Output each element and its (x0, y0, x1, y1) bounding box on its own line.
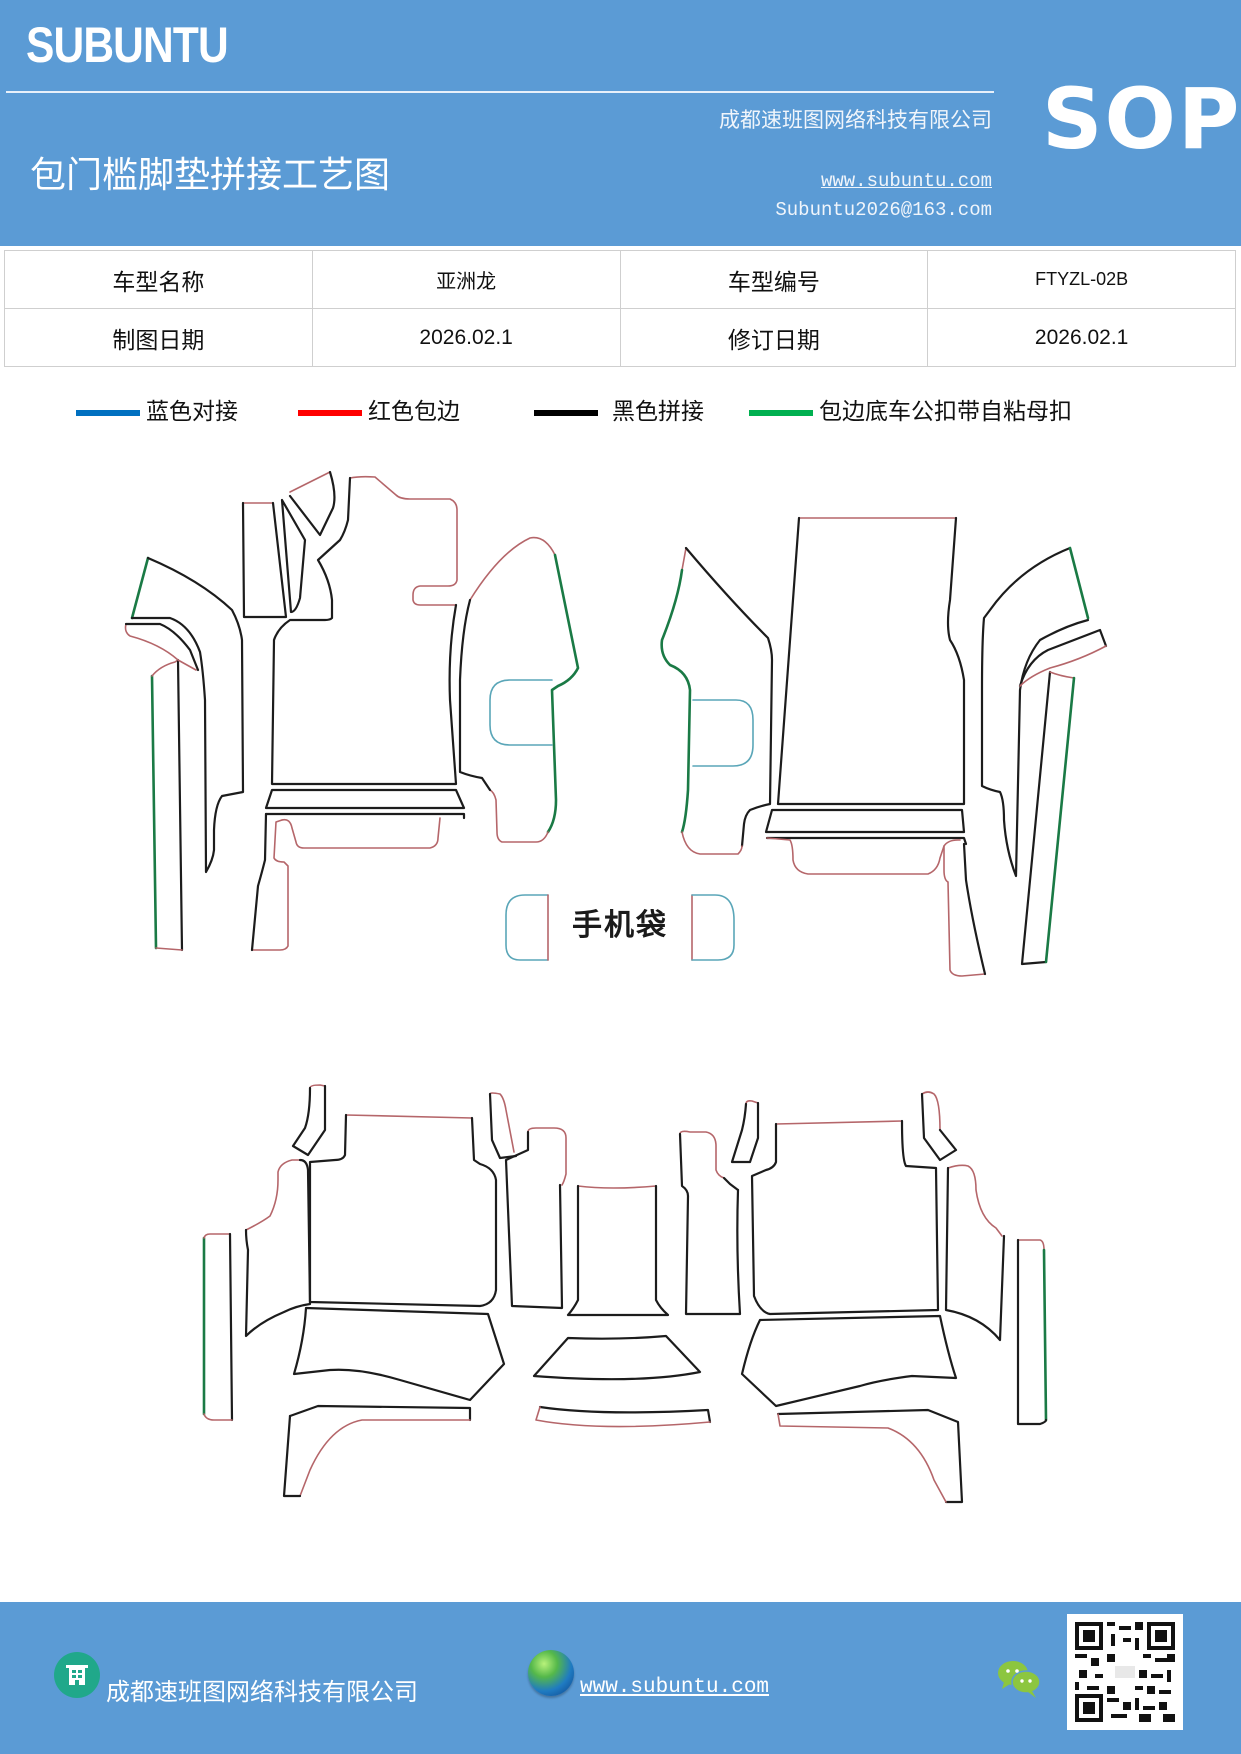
model-name-value: 亚洲龙 (311, 250, 621, 309)
legend-label: 蓝色对接 (146, 399, 238, 425)
table-row: 车型名称 亚洲龙 车型编号 FTYZL-02B (4, 250, 1236, 309)
page-title: 包门槛脚垫拼接工艺图 (30, 155, 391, 196)
revision-date-value: 2026.02.1 (927, 308, 1236, 367)
draw-date-label: 制图日期 (4, 308, 313, 367)
wechat-qr-code (1067, 1614, 1183, 1730)
front-left-mat-group (124, 470, 580, 961)
rear-right-mat-group (678, 1091, 1048, 1504)
phone-pocket-label: 手机袋 (572, 908, 668, 943)
model-name-label: 车型名称 (4, 250, 313, 309)
building-icon (54, 1652, 100, 1698)
green-line-swatch (749, 410, 813, 416)
globe-icon (528, 1650, 574, 1696)
revision-date-label: 修订日期 (619, 308, 929, 367)
model-code-value: FTYZL-02B (927, 250, 1236, 309)
rear-left-mat-group (202, 1084, 567, 1498)
blue-line-swatch (76, 410, 140, 416)
sop-badge: SOP (1042, 70, 1241, 168)
black-line-swatch (534, 410, 598, 416)
brand-logo: SUBUNTU (26, 17, 229, 73)
red-line-swatch (298, 410, 362, 416)
front-right-mat-group (660, 516, 1108, 977)
footer-website-link[interactable]: www.subuntu.com (580, 1676, 770, 1699)
legend-item-blue: 蓝色对接 (76, 399, 238, 430)
line-color-legend: 蓝色对接 红色包边 黑色拼接 包边底车公扣带自粘母扣 (0, 399, 1241, 438)
table-row: 制图日期 2026.02.1 修订日期 2026.02.1 (4, 308, 1236, 367)
email-address: Subuntu2026@163.com (775, 199, 992, 221)
footer-company-name: 成都速班图网络科技有限公司 (106, 1678, 418, 1706)
header-banner: SUBUNTU SOP 包门槛脚垫拼接工艺图 成都速班图网络科技有限公司 www… (0, 0, 1241, 246)
header-divider (6, 91, 994, 93)
legend-label: 包边底车公扣带自粘母扣 (819, 399, 1072, 425)
legend-item-red: 红色包边 (298, 399, 460, 430)
legend-item-green: 包边底车公扣带自粘母扣 (749, 399, 1072, 430)
vehicle-info-table: 车型名称 亚洲龙 车型编号 FTYZL-02B 制图日期 2026.02.1 修… (4, 250, 1236, 367)
rear-center-mat-group (532, 1184, 712, 1428)
wechat-icon (998, 1661, 1041, 1698)
legend-label: 黑色拼接 (612, 399, 704, 425)
legend-label: 红色包边 (368, 399, 460, 425)
company-name: 成都速班图网络科技有限公司 (719, 108, 992, 132)
draw-date-value: 2026.02.1 (311, 308, 621, 367)
legend-item-black: 黑色拼接 (534, 399, 704, 430)
footer-banner: 成都速班图网络科技有限公司 www.subuntu.com (0, 1602, 1241, 1754)
website-link[interactable]: www.subuntu.com (820, 170, 992, 192)
model-code-label: 车型编号 (619, 250, 929, 309)
